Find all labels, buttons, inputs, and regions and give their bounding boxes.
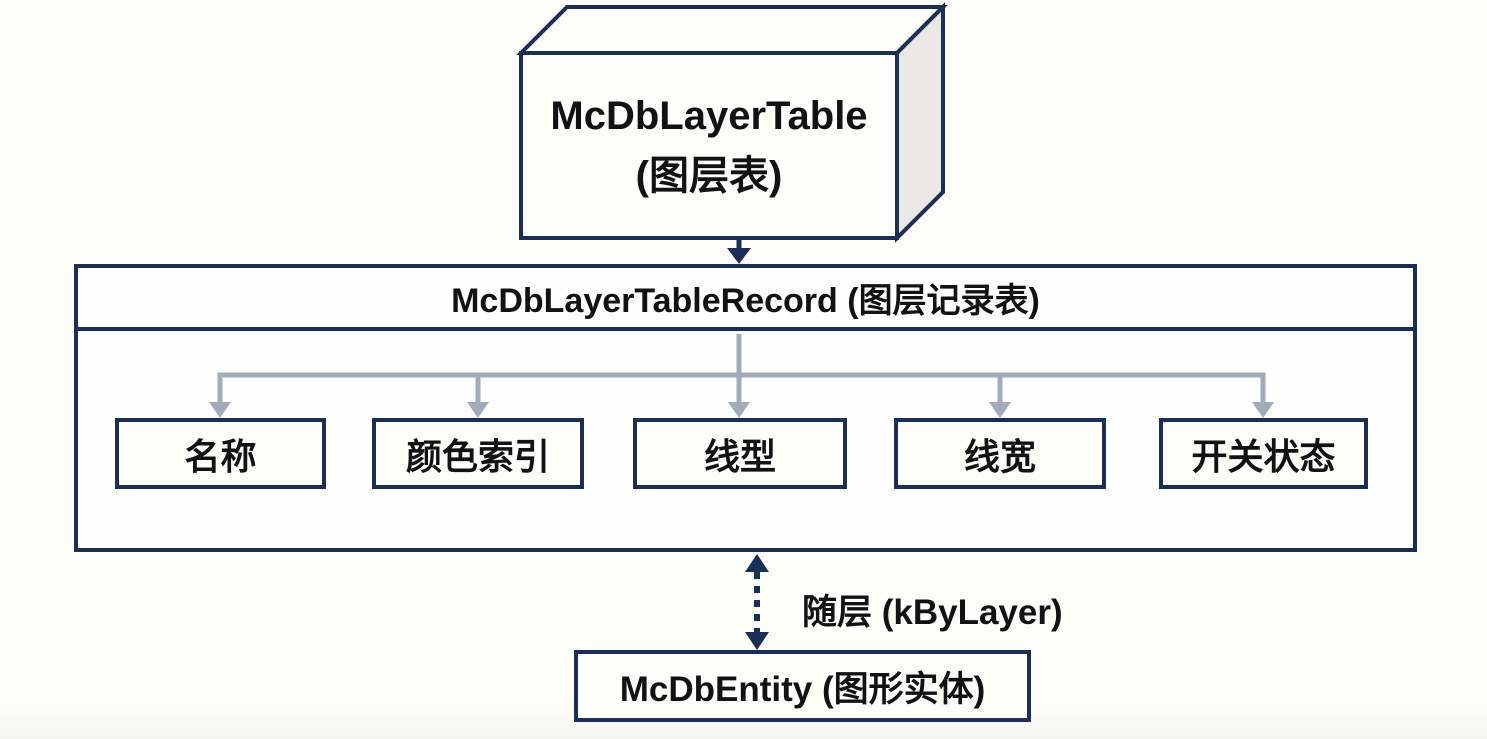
attribute-box-linetype: 线型: [633, 418, 847, 489]
layer-table-node: McDbLayerTable (图层表): [521, 56, 897, 236]
layer-table-record-node: McDbLayerTableRecord (图层记录表): [74, 264, 1417, 552]
attribute-box-onoff-state: 开关状态: [1159, 418, 1368, 489]
dashed-bylayer-arrow-icon: [745, 554, 769, 650]
layer-table-record-header: McDbLayerTableRecord (图层记录表): [78, 268, 1413, 331]
attribute-box-color-index: 颜色索引: [372, 418, 584, 489]
arrow-table-to-record-icon: [727, 240, 751, 264]
entity-node: McDbEntity (图形实体): [574, 650, 1031, 722]
bylayer-edge-label: 随层 (kByLayer): [802, 593, 1063, 632]
layer-table-subtitle: (图层表): [635, 154, 783, 198]
attribute-box-lineweight: 线宽: [894, 418, 1106, 489]
layer-table-3d-box: [516, 2, 948, 243]
layer-table-title: McDbLayerTable: [550, 94, 868, 138]
attribute-box-name: 名称: [115, 418, 326, 489]
